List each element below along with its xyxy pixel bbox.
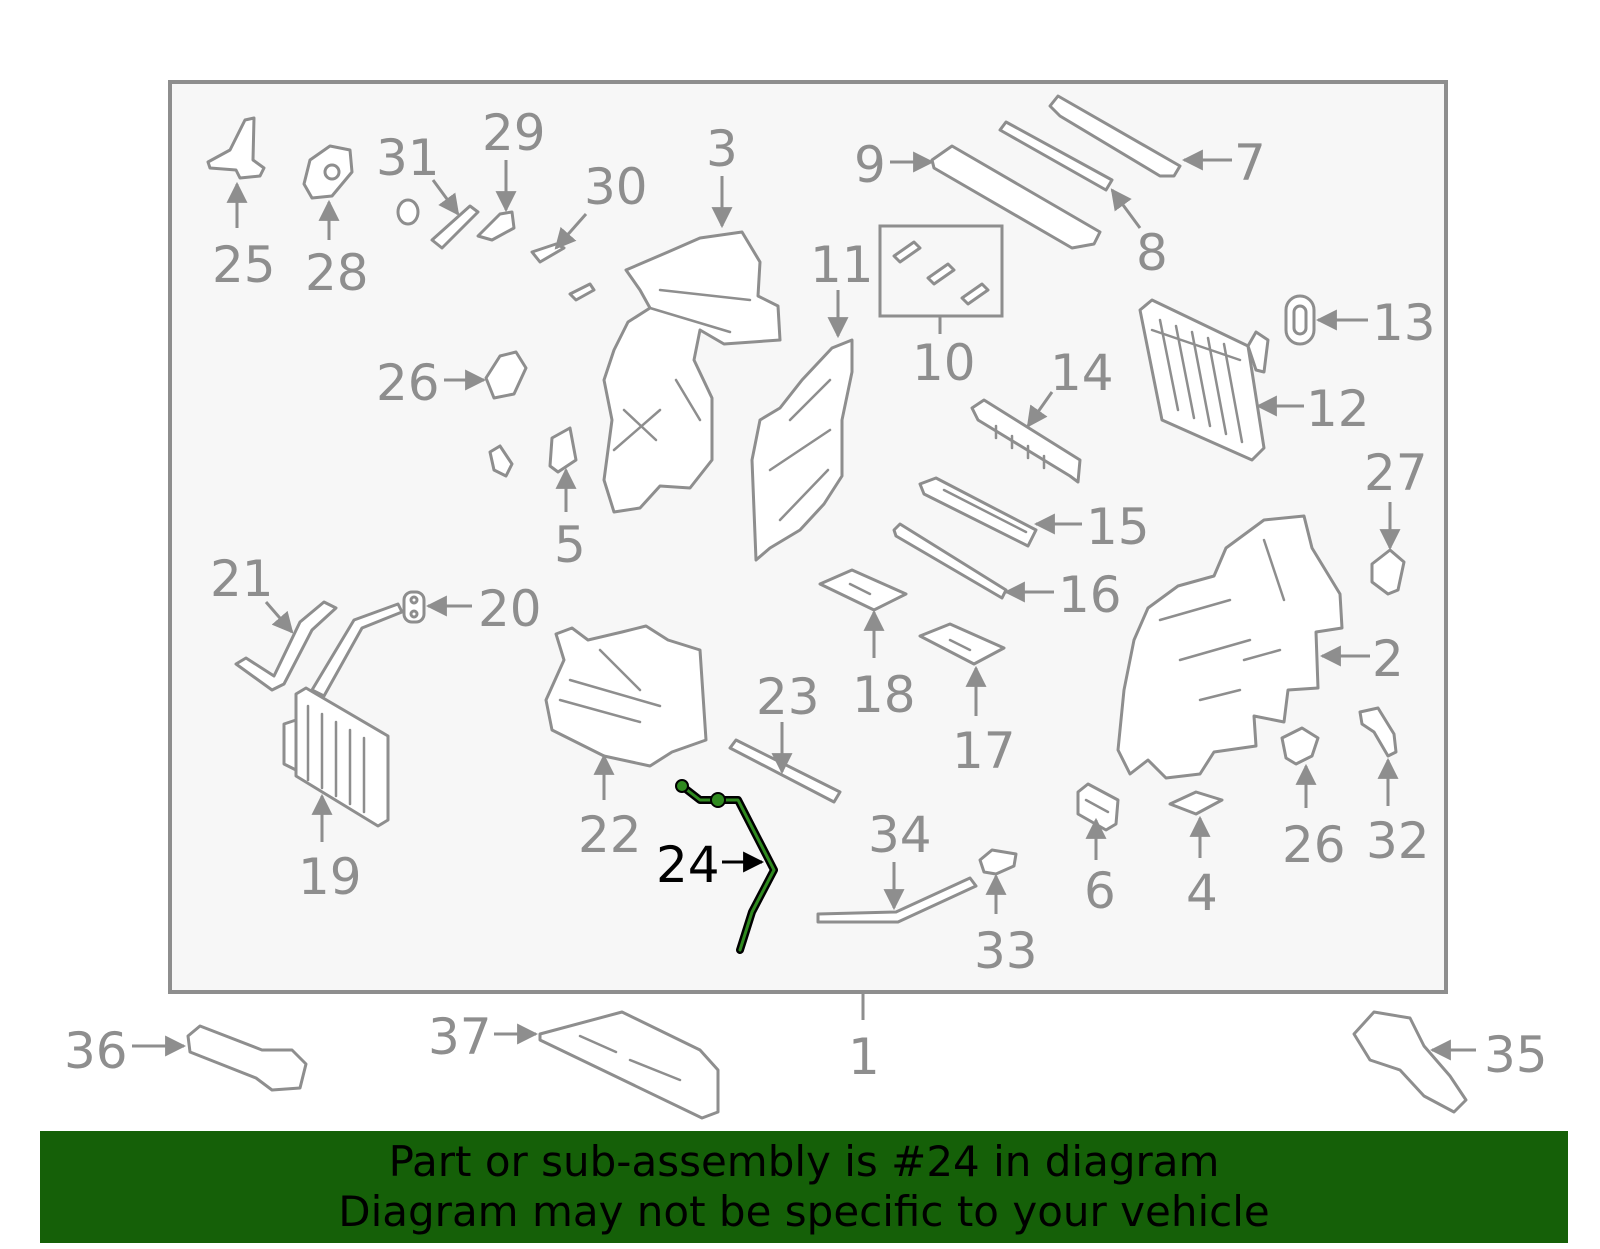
- part-15[interactable]: [918, 476, 1038, 548]
- part-13[interactable]: [1284, 294, 1316, 346]
- callout-28[interactable]: 28: [305, 244, 369, 302]
- part-37[interactable]: [538, 1010, 720, 1120]
- part-24-highlighted[interactable]: [675, 779, 778, 954]
- callout-1[interactable]: 1: [848, 1028, 880, 1086]
- callout-15[interactable]: 15: [1086, 498, 1150, 556]
- callout-18[interactable]: 18: [852, 666, 916, 724]
- part-7[interactable]: [1048, 94, 1182, 178]
- callout-13[interactable]: 13: [1372, 294, 1436, 352]
- part-36[interactable]: [186, 1024, 308, 1092]
- callout-20[interactable]: 20: [478, 580, 542, 638]
- callout-26-right[interactable]: 26: [1282, 816, 1346, 874]
- part-22[interactable]: [544, 624, 708, 768]
- part-34[interactable]: [816, 876, 978, 924]
- callout-23[interactable]: 23: [756, 668, 820, 726]
- part-20[interactable]: [402, 590, 426, 624]
- part-5[interactable]: [548, 426, 578, 474]
- callout-2[interactable]: 2: [1372, 630, 1404, 688]
- callout-29[interactable]: 29: [482, 104, 546, 162]
- callout-24[interactable]: 24: [656, 836, 720, 894]
- part-4[interactable]: [1168, 790, 1224, 816]
- callout-8[interactable]: 8: [1136, 224, 1168, 282]
- callout-16[interactable]: 16: [1058, 566, 1122, 624]
- callout-34[interactable]: 34: [868, 806, 932, 864]
- callout-36[interactable]: 36: [64, 1022, 128, 1080]
- callout-7[interactable]: 7: [1234, 134, 1266, 192]
- callout-6[interactable]: 6: [1084, 862, 1116, 920]
- callout-19[interactable]: 19: [298, 848, 362, 906]
- callout-21[interactable]: 21: [210, 550, 274, 608]
- callout-25[interactable]: 25: [212, 236, 276, 294]
- callout-9[interactable]: 9: [854, 136, 886, 194]
- assembly-frame: [168, 80, 1448, 994]
- callout-33[interactable]: 33: [974, 922, 1038, 980]
- part-19[interactable]: [282, 602, 404, 828]
- leader-31: [431, 179, 460, 216]
- part-32[interactable]: [1358, 706, 1398, 758]
- part-26-right[interactable]: [1280, 726, 1320, 766]
- part-8[interactable]: [998, 120, 1114, 192]
- part-11[interactable]: [750, 338, 854, 562]
- callout-4[interactable]: 4: [1186, 864, 1218, 922]
- callout-12[interactable]: 12: [1306, 380, 1370, 438]
- callout-22[interactable]: 22: [578, 806, 642, 864]
- part-35[interactable]: [1352, 1010, 1468, 1114]
- leader-8: [1110, 188, 1142, 229]
- info-banner: Part or sub-assembly is #24 in diagram D…: [40, 1131, 1568, 1243]
- part-31[interactable]: [396, 198, 480, 250]
- leader-14: [1026, 391, 1054, 428]
- callout-14[interactable]: 14: [1050, 344, 1114, 402]
- part-25[interactable]: [206, 116, 266, 180]
- callout-37[interactable]: 37: [428, 1008, 492, 1066]
- part-28[interactable]: [302, 144, 354, 200]
- part-33[interactable]: [978, 848, 1018, 876]
- callout-3[interactable]: 3: [706, 120, 738, 178]
- part-21[interactable]: [234, 600, 338, 692]
- callout-27[interactable]: 27: [1364, 444, 1428, 502]
- part-17[interactable]: [918, 622, 1006, 666]
- callout-26-left[interactable]: 26: [376, 354, 440, 412]
- callout-17[interactable]: 17: [952, 722, 1016, 780]
- part-26-left[interactable]: [484, 350, 528, 478]
- banner-line-2: Diagram may not be specific to your vehi…: [338, 1187, 1270, 1236]
- part-3[interactable]: [602, 230, 782, 514]
- callout-10[interactable]: 10: [912, 334, 976, 392]
- part-29[interactable]: [476, 210, 516, 242]
- part-14[interactable]: [970, 398, 1082, 484]
- callout-5[interactable]: 5: [554, 516, 586, 574]
- part-18[interactable]: [818, 568, 908, 612]
- callout-35[interactable]: 35: [1484, 1026, 1548, 1084]
- callout-31[interactable]: 31: [376, 129, 440, 187]
- leader-30: [554, 213, 588, 250]
- leader-21: [264, 601, 294, 634]
- part-12[interactable]: [1138, 298, 1270, 462]
- callout-11[interactable]: 11: [810, 236, 874, 294]
- callout-30[interactable]: 30: [584, 158, 648, 216]
- callout-32[interactable]: 32: [1366, 812, 1430, 870]
- part-2[interactable]: [1116, 514, 1344, 780]
- banner-line-1: Part or sub-assembly is #24 in diagram: [388, 1137, 1220, 1186]
